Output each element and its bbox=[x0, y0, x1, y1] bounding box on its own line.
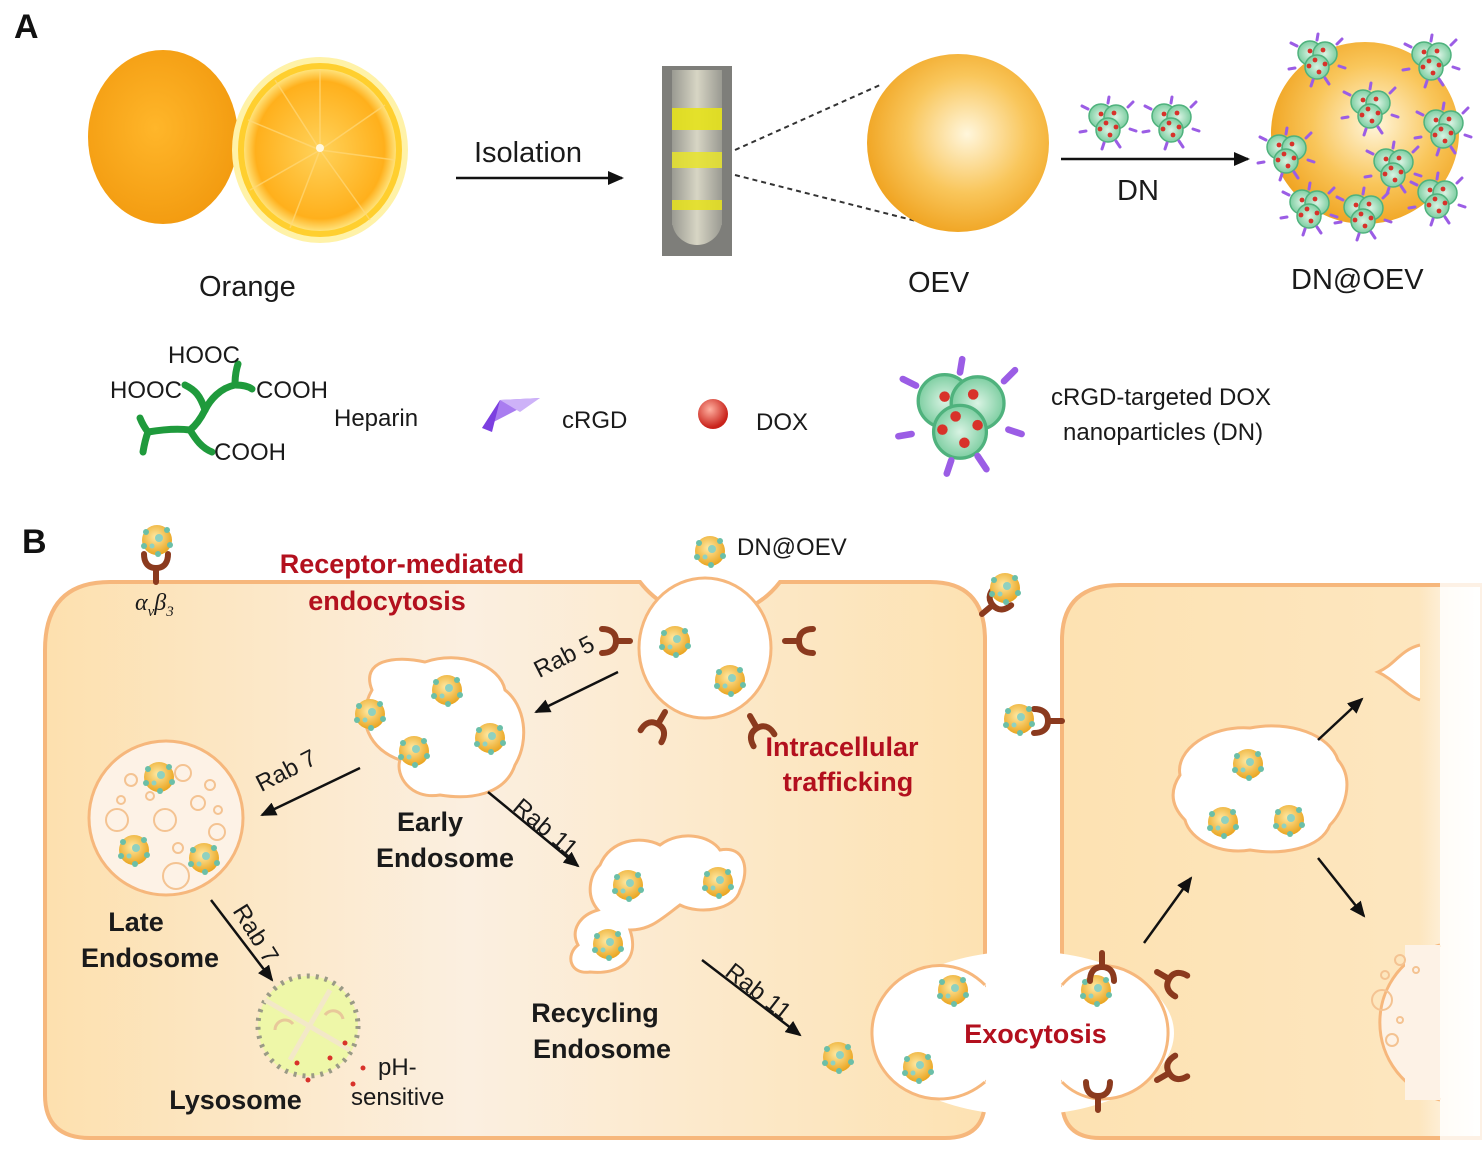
integrin-receptor bbox=[144, 554, 168, 582]
ph-sensitive-line1: pH- bbox=[378, 1054, 417, 1081]
heparin-group-right: COOH bbox=[256, 377, 328, 404]
rab11-arrow-2 bbox=[701, 959, 802, 1037]
dn-oev-label: DN@OEV bbox=[1291, 264, 1424, 296]
early-endosome-line2: Endosome bbox=[375, 843, 515, 873]
right-cell-endosome bbox=[1171, 724, 1349, 854]
dn-oev-legend-particle bbox=[694, 536, 726, 568]
exocytosis-label: Exocytosis bbox=[964, 1019, 1107, 1049]
integrin-v: v bbox=[147, 603, 155, 620]
integrin-beta: β bbox=[154, 590, 167, 616]
early-endosome bbox=[354, 656, 526, 799]
exocytosis-uptake-arrow bbox=[1142, 876, 1193, 944]
orange-label: Orange bbox=[199, 271, 296, 303]
zoom-line-bottom bbox=[734, 174, 921, 223]
oev-label: OEV bbox=[908, 267, 970, 299]
dn-arrow-label: DN bbox=[1117, 175, 1159, 207]
early-endosome-line1: Early bbox=[396, 807, 464, 837]
test-tube bbox=[662, 66, 732, 256]
heparin-group-left: HOOC bbox=[110, 377, 182, 404]
intracellular-line1: Intracellular bbox=[765, 732, 919, 762]
halved-orange bbox=[232, 57, 408, 243]
dn-oev-particle bbox=[1256, 32, 1473, 242]
whole-orange bbox=[88, 50, 238, 224]
heparin-group-bottom: COOH bbox=[214, 439, 286, 466]
rab11-arrow-1 bbox=[487, 791, 580, 868]
late-endosome-line2: Endosome bbox=[80, 943, 220, 973]
dn-legend-label-line1: cRGD-targeted DOX bbox=[1051, 384, 1272, 411]
integrin-3: 3 bbox=[166, 603, 174, 620]
heparin-label: Heparin bbox=[334, 405, 419, 432]
receptor-mediated-line2: endocytosis bbox=[308, 586, 466, 616]
late-endosome-line1: Late bbox=[108, 907, 164, 937]
rab7-arrow-1 bbox=[260, 766, 361, 817]
ph-sensitive-line2: sensitive bbox=[351, 1084, 445, 1111]
oev-vesicle bbox=[867, 54, 1049, 232]
receptor-between-cells bbox=[1034, 709, 1062, 733]
lysosome-label: Lysosome bbox=[169, 1085, 302, 1115]
zoom-line-top bbox=[734, 84, 881, 151]
crgd-label: cRGD bbox=[562, 407, 628, 434]
right-cell-budding-vesicle bbox=[1374, 643, 1421, 702]
recycling-endosome-line1: Recycling bbox=[531, 998, 659, 1028]
integrin-label: αvβ3 bbox=[135, 590, 174, 621]
lysosome bbox=[255, 973, 366, 1087]
panel-a-letter: A bbox=[14, 8, 39, 46]
dn-legend-icon bbox=[898, 359, 1021, 473]
rab5-arrow bbox=[534, 670, 619, 714]
right-cell-arrow-down bbox=[1317, 857, 1366, 918]
receptor-mediated-line1: Receptor-mediated bbox=[279, 549, 525, 579]
recycling-endosome bbox=[569, 834, 747, 974]
panel-b-letter: B bbox=[22, 523, 47, 561]
recycling-endosome-line2: Endosome bbox=[532, 1034, 672, 1064]
isolation-label: Isolation bbox=[474, 137, 583, 169]
dn-nanoparticle bbox=[1141, 95, 1201, 151]
dox-label: DOX bbox=[756, 409, 809, 436]
bound-particle bbox=[1003, 704, 1035, 736]
integrin-alpha: α bbox=[135, 590, 148, 616]
late-endosome bbox=[87, 739, 245, 897]
right-cell-late-endosome bbox=[1371, 943, 1441, 1102]
dn-nanoparticle bbox=[1078, 95, 1138, 151]
dn-legend-label-line2: nanoparticles (DN) bbox=[1063, 419, 1264, 446]
heparin-group-top: HOOC bbox=[168, 342, 240, 369]
intracellular-line2: trafficking bbox=[782, 767, 914, 797]
right-cell-arrow-up bbox=[1317, 697, 1364, 741]
dox-icon bbox=[698, 399, 728, 429]
crgd-icon bbox=[482, 398, 540, 432]
exocytosis-zone bbox=[870, 951, 1187, 1115]
dn-oev-legend-label: DN@OEV bbox=[737, 534, 847, 561]
rab7-arrow-2 bbox=[210, 899, 274, 982]
endocytic-vesicle bbox=[602, 576, 813, 746]
bound-particle bbox=[989, 573, 1021, 605]
heparin-structure bbox=[136, 360, 256, 456]
